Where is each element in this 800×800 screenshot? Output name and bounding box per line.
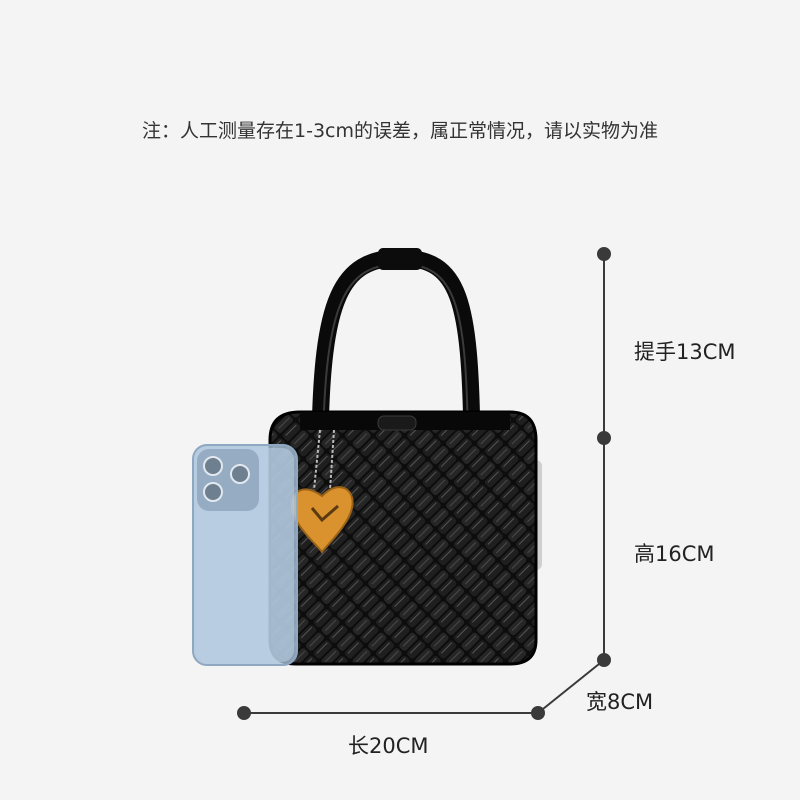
dimension-lines — [237, 247, 611, 720]
measurement-note: 注：人工测量存在1-3cm的误差，属正常情况，请以实物为准 — [142, 120, 658, 142]
bag-body — [268, 410, 538, 666]
width-label: 宽8CM — [586, 690, 654, 714]
bag-handle — [311, 248, 481, 441]
phone-icon — [192, 444, 298, 666]
height-label: 高16CM — [634, 542, 715, 566]
length-label: 长20CM — [348, 734, 429, 758]
handle-drop-label: 提手13CM — [634, 340, 736, 364]
